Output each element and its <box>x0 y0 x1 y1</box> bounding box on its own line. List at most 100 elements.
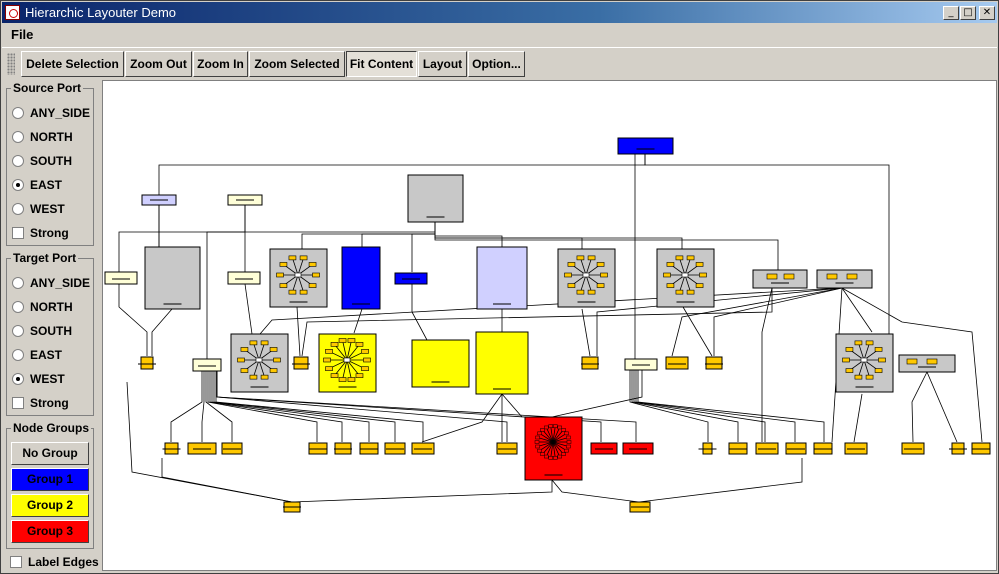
zoom-selected-button[interactable]: Zoom Selected <box>249 51 345 77</box>
graph-edge <box>118 284 148 356</box>
graph-edge <box>211 371 370 442</box>
graph-edge <box>858 359 865 378</box>
graph-edge <box>581 308 591 357</box>
node-pair-2[interactable] <box>816 269 873 289</box>
graph-edge <box>542 429 554 443</box>
group-member-node <box>783 273 795 280</box>
graph-edge <box>585 257 592 276</box>
group-member-node <box>596 262 605 267</box>
graph-edge <box>841 287 873 333</box>
node-yellow-2[interactable] <box>475 331 529 395</box>
group-member-node <box>675 289 684 295</box>
node-group-2[interactable] <box>557 248 616 308</box>
node-blue-group[interactable] <box>341 246 381 310</box>
node-label-mark <box>112 278 130 280</box>
node-label-mark <box>698 448 717 450</box>
options-button[interactable]: Option... <box>468 51 525 77</box>
group-1-button[interactable]: Group 1 <box>11 468 89 491</box>
node-label-mark <box>150 199 168 201</box>
group-member-node <box>537 431 542 436</box>
node-label-mark <box>162 448 181 450</box>
group-member-node <box>906 358 918 365</box>
graph-edge <box>550 426 554 443</box>
group-member-node <box>675 255 684 261</box>
node-group-4[interactable] <box>230 333 289 393</box>
group-member-node <box>288 289 297 295</box>
group-member-node <box>557 454 562 459</box>
graph-edge <box>644 154 890 334</box>
graph-edge <box>537 437 554 443</box>
group-2-button[interactable]: Group 2 <box>11 494 89 517</box>
graph-drawing[interactable] <box>103 81 997 571</box>
node-label-mark <box>595 448 613 450</box>
minimize-button[interactable]: _ <box>943 6 959 20</box>
radio-icon <box>12 155 24 167</box>
node-label-mark <box>631 506 649 508</box>
graph-edge <box>361 222 436 247</box>
graph-edge <box>926 371 958 443</box>
node-pair-1[interactable] <box>752 269 808 289</box>
node-label-mark <box>758 448 776 450</box>
graph-edge <box>629 370 709 442</box>
graph-edge <box>552 437 569 443</box>
group-member-node <box>846 273 858 280</box>
node-groups-title: Node Groups <box>11 421 92 435</box>
source-port-title: Source Port <box>11 81 84 95</box>
group-3-button[interactable]: Group 3 <box>11 520 89 543</box>
node-hub[interactable] <box>407 174 464 223</box>
menu-file[interactable]: File <box>11 27 34 42</box>
node-gray-1[interactable] <box>144 246 201 310</box>
radio-icon <box>12 131 24 143</box>
toolbar-grip-icon[interactable] <box>7 53 15 75</box>
graph-edge <box>291 480 553 503</box>
graph-edge <box>253 342 260 361</box>
close-button[interactable]: ✕ <box>979 6 995 20</box>
node-lightblue-group[interactable] <box>476 246 528 310</box>
graph-edge <box>334 359 348 376</box>
no-group-button[interactable]: No Group <box>11 442 89 465</box>
group-member-node <box>269 347 278 352</box>
graph-edge <box>858 342 865 361</box>
node-root[interactable] <box>617 137 674 155</box>
target-port-title: Target Port <box>11 251 79 265</box>
node-label-mark <box>309 448 327 450</box>
graph-canvas[interactable] <box>102 80 997 571</box>
group-member-node <box>249 340 258 346</box>
zoom-in-button[interactable]: Zoom In <box>193 51 248 77</box>
zoom-out-button[interactable]: Zoom Out <box>125 51 192 77</box>
layout-button[interactable]: Layout <box>418 51 467 77</box>
graph-edge <box>244 283 253 335</box>
node-label-mark <box>223 448 241 450</box>
node-label-mark <box>847 448 865 450</box>
node-label-mark <box>235 278 253 280</box>
graph-edge <box>637 370 825 442</box>
graph-edge <box>259 287 843 335</box>
graph-edge <box>161 458 293 503</box>
graph-edge <box>863 359 870 378</box>
group-member-node <box>338 338 347 343</box>
graph-edge <box>334 344 348 361</box>
node-yellow-1[interactable] <box>411 339 470 388</box>
group-member-node <box>355 373 364 378</box>
node-label-mark <box>236 199 254 201</box>
group-member-node <box>269 368 278 373</box>
group-member-node <box>566 444 571 449</box>
radio-selected-icon <box>12 179 24 191</box>
fit-content-button[interactable]: Fit Content <box>346 51 417 77</box>
node-group-1[interactable] <box>269 248 328 308</box>
delete-selection-button[interactable]: Delete Selection <box>21 51 124 77</box>
node-group-3[interactable] <box>656 248 715 308</box>
node-group-6[interactable] <box>835 333 894 393</box>
graph-edge <box>631 370 739 442</box>
node-label-mark <box>289 301 308 303</box>
group-member-node <box>553 424 558 428</box>
group-member-node <box>260 374 269 380</box>
graph-edge <box>550 441 554 458</box>
maximize-button[interactable]: □ <box>960 6 976 20</box>
node-label-mark <box>581 363 599 365</box>
title-bar: Hierarchic Layouter Demo _ □ ✕ <box>2 2 997 23</box>
graph-edge <box>258 342 265 361</box>
graph-edge <box>207 371 318 442</box>
node-label-mark <box>636 148 655 150</box>
node-label-mark <box>198 365 216 367</box>
